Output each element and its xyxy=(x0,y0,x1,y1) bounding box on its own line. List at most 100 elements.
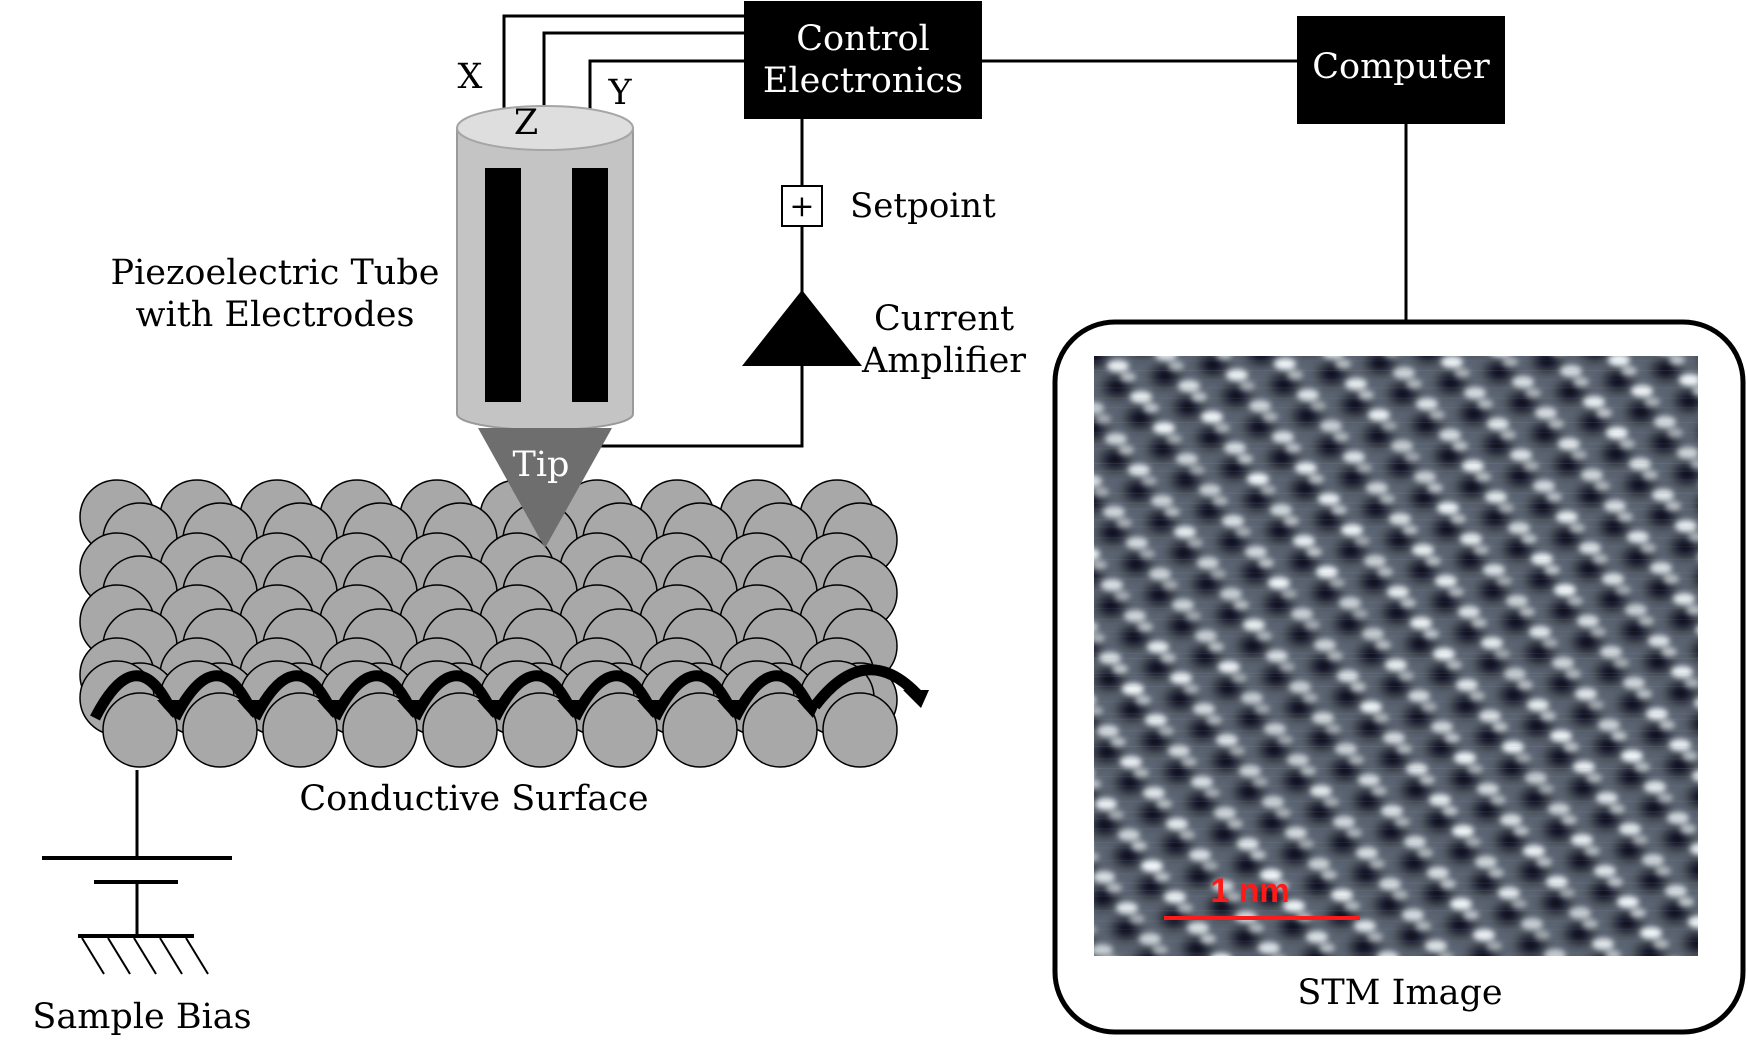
stm-dark-site xyxy=(1234,856,1260,874)
stm-bright-atom xyxy=(1607,877,1623,887)
stm-bright-atom xyxy=(1384,356,1398,358)
wire-amplifier-to-tip xyxy=(590,364,804,448)
tunneling-arrow-arc xyxy=(730,670,814,721)
stm-dark-site xyxy=(1384,604,1410,622)
stm-bright-atom xyxy=(1440,879,1456,889)
stm-bright-atom xyxy=(1506,595,1528,607)
stm-bright-atom xyxy=(1550,730,1572,742)
stm-bright-atom xyxy=(1417,848,1433,858)
stm-bright-atom xyxy=(1665,501,1681,511)
stm-bright-atom xyxy=(1463,910,1479,920)
stm-dark-site xyxy=(1578,487,1604,505)
stm-dark-site xyxy=(1171,544,1197,562)
stm-bright-atom xyxy=(1227,819,1243,829)
stm-bright-atom xyxy=(1325,724,1341,734)
stm-bright-atom xyxy=(1619,823,1641,835)
stm-bright-atom xyxy=(1094,402,1104,414)
stm-bright-atom xyxy=(1588,700,1604,710)
stm-tip: Tip xyxy=(478,428,612,548)
stm-dark-site xyxy=(1257,887,1283,905)
stm-dark-site xyxy=(1597,664,1623,682)
stm-bright-atom xyxy=(1429,410,1445,420)
stm-bright-atom xyxy=(1108,810,1124,820)
stm-dark-site xyxy=(1432,593,1458,611)
stm-dark-site xyxy=(1526,644,1552,662)
stm-bright-atom xyxy=(1569,907,1591,919)
stm-dark-site xyxy=(1576,560,1602,578)
stm-bright-atom xyxy=(1650,562,1672,574)
stm-bright-atom xyxy=(1308,474,1324,484)
stm-bright-atom xyxy=(1318,493,1340,505)
stm-dark-site xyxy=(1355,792,1381,810)
tunneling-arrow-arc xyxy=(250,670,334,721)
stm-bright-atom xyxy=(1272,431,1294,443)
stm-bright-atom xyxy=(1435,575,1457,587)
tip-label: Tip xyxy=(513,445,570,485)
stm-dark-site xyxy=(1591,883,1617,901)
stm-bright-atom xyxy=(1438,952,1454,956)
ground-hatch-line xyxy=(107,937,131,975)
stm-bright-atom xyxy=(1316,566,1338,578)
stm-bright-atom xyxy=(1218,661,1240,673)
stm-dark-site xyxy=(1401,854,1427,872)
stm-bright-atom xyxy=(1247,473,1269,485)
stm-dark-site xyxy=(1413,416,1439,434)
surface-atom-bottom xyxy=(822,692,898,768)
stm-bright-atom xyxy=(1172,599,1194,611)
stm-bright-atom xyxy=(1293,535,1315,547)
stm-dark-site xyxy=(1416,356,1440,361)
stm-bright-atom xyxy=(1389,513,1411,525)
stm-dark-site xyxy=(1505,540,1531,558)
stm-bright-atom xyxy=(1602,573,1624,585)
stm-bright-atom xyxy=(1586,773,1602,783)
stm-dark-site xyxy=(1094,743,1120,761)
stm-bright-atom xyxy=(1216,734,1238,746)
stm-dark-site xyxy=(1651,434,1677,452)
stm-bright-atom xyxy=(1212,880,1234,892)
stm-bright-atom xyxy=(1525,388,1541,398)
stm-dark-site xyxy=(1520,863,1546,881)
stm-bright-atom xyxy=(1600,646,1622,658)
stm-dark-site xyxy=(1666,757,1692,775)
stm-bright-atom xyxy=(1488,868,1504,878)
stm-bright-atom xyxy=(1252,777,1268,787)
stm-bright-atom xyxy=(1437,502,1459,514)
stm-bright-atom xyxy=(1425,940,1447,952)
stm-bright-atom xyxy=(1469,691,1485,701)
stm-dark-site xyxy=(1267,522,1293,540)
stm-bright-atom xyxy=(1155,356,1177,361)
stm-bright-atom xyxy=(1130,391,1152,403)
stm-dark-site xyxy=(1532,425,1558,443)
stm-dark-site xyxy=(1580,414,1606,432)
stm-bright-atom xyxy=(1094,487,1109,497)
stm-bright-atom xyxy=(1101,579,1123,591)
stm-dark-site xyxy=(1399,927,1425,945)
stm-bright-atom xyxy=(1398,671,1414,681)
amplifier-triangle xyxy=(742,290,862,366)
stm-bright-atom xyxy=(1319,943,1335,953)
stm-bright-atom xyxy=(1214,423,1230,433)
stm-bright-atom xyxy=(1120,756,1142,768)
stm-bright-atom xyxy=(1661,647,1677,657)
setpoint-label: Setpoint xyxy=(850,186,996,226)
stm-dark-site xyxy=(1605,372,1631,390)
stm-dark-site xyxy=(1566,925,1592,943)
tunneling-arrow-head xyxy=(903,690,929,708)
stm-bright-atom xyxy=(1548,803,1570,815)
stm-bright-atom xyxy=(1673,593,1695,605)
stm-bright-atom xyxy=(1621,750,1643,762)
stm-bright-atom xyxy=(1141,860,1163,872)
stm-dark-site xyxy=(1232,929,1258,947)
stm-bright-atom xyxy=(1546,492,1562,502)
stm-bright-atom xyxy=(1419,775,1435,785)
surface-atom-bottom xyxy=(422,692,498,768)
stm-dark-site xyxy=(1647,580,1673,598)
stm-bright-atom xyxy=(1368,409,1390,421)
stm-bright-atom xyxy=(1260,485,1276,495)
stm-dark-site xyxy=(1353,865,1379,883)
stm-bright-atom xyxy=(1321,870,1337,880)
stm-dark-site xyxy=(1484,436,1510,454)
stm-bright-atom xyxy=(1513,826,1529,836)
stm-bright-atom xyxy=(1475,472,1491,482)
current-amplifier-line2: Amplifier xyxy=(861,341,1026,381)
